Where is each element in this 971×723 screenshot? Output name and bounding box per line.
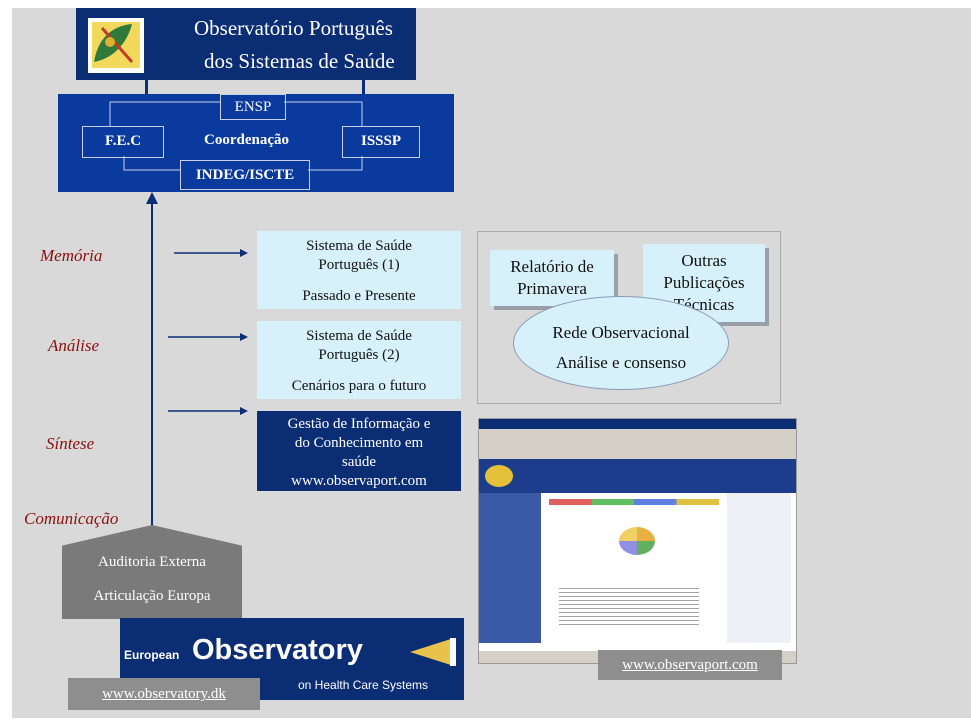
title-line-1: Observatório Português <box>194 16 393 40</box>
site-pie-graphic <box>619 527 655 555</box>
observaport-link[interactable]: www.observaport.com <box>598 650 782 680</box>
label-sintese: Síntese <box>46 434 95 453</box>
opss-logo <box>88 18 144 73</box>
house-line2: Articulação Europa <box>93 588 211 604</box>
box3-line2: do Conhecimento em <box>294 435 424 451</box>
box2-line3: Cenários para o futuro <box>291 378 427 394</box>
external-audit-house <box>62 525 242 619</box>
box3-line1: Gestão de Informação e <box>287 416 431 432</box>
outras-line1: Outras <box>681 251 727 270</box>
arrow-analise <box>168 333 248 341</box>
box-memoria: Sistema de Saúde Português (1) Passado e… <box>257 231 461 309</box>
arrow-sintese <box>168 407 248 415</box>
site-text-block <box>559 585 699 625</box>
box3-line4: www.observaport.com <box>291 473 427 489</box>
relatorio-line2: Primavera <box>517 279 587 298</box>
box1-line1: Sistema de Saúde <box>306 238 412 254</box>
banner-small-text: European <box>124 648 180 662</box>
box2-line1: Sistema de Saúde <box>306 328 412 344</box>
coordination-label: Coordenação <box>204 132 289 148</box>
box3-line3: saúde <box>341 454 377 470</box>
observatory-link[interactable]: www.observatory.dk <box>68 678 260 710</box>
box2-line2: Português (2) <box>318 347 400 363</box>
label-memoria: Memória <box>40 246 103 265</box>
box-analise: Sistema de Saúde Português (2) Cenários … <box>257 321 461 399</box>
site-logo-icon <box>485 465 513 487</box>
rede-observacional-ellipse: Rede Observacional Análise e consenso <box>513 296 729 390</box>
title-line-2: dos Sistemas de Saúde <box>204 49 395 73</box>
banner-title: Observatory <box>192 634 363 666</box>
observatory-title-box: Observatório Português dos Sistemas de S… <box>76 8 416 80</box>
label-analise: Análise <box>48 336 99 355</box>
coordination-connectors <box>109 101 363 171</box>
vertical-arrow <box>146 192 158 528</box>
publications-panel: Relatório de Primavera Outras Publicaçõe… <box>477 231 781 404</box>
banner-subtitle: on Health Care Systems <box>298 678 429 692</box>
box-sintese: Gestão de Informação e do Conhecimento e… <box>257 411 461 491</box>
rede-line2: Análise e consenso <box>555 353 687 372</box>
website-screenshot <box>478 418 797 664</box>
connector-right <box>362 80 365 94</box>
browser-titlebar <box>479 419 796 429</box>
rede-line1: Rede Observacional <box>552 323 690 342</box>
coordination-box: ENSP F.E.C Coordenação ISSSP INDEG/ISCTE <box>58 94 454 192</box>
node-fec: F.E.C <box>82 126 164 158</box>
house-line1: Auditoria Externa <box>98 554 206 570</box>
arrow-memoria <box>174 249 248 257</box>
node-isssp: ISSSP <box>342 126 420 158</box>
observatory-beam-icon <box>410 638 456 666</box>
site-color-tabs <box>549 499 719 505</box>
box1-line3: Passado e Presente <box>302 288 416 304</box>
box1-line2: Português (1) <box>318 257 400 273</box>
label-comunicacao: Comunicação <box>24 509 119 528</box>
browser-toolbar <box>479 429 796 460</box>
site-left-menu <box>479 493 541 643</box>
site-header <box>479 459 796 493</box>
relatorio-line1: Relatório de <box>510 257 594 276</box>
site-right-column <box>727 493 791 643</box>
connector-left <box>145 80 148 94</box>
node-indeg-iscte: INDEG/ISCTE <box>180 160 310 190</box>
node-ensp: ENSP <box>220 94 286 120</box>
outras-line2: Publicações <box>663 273 745 292</box>
